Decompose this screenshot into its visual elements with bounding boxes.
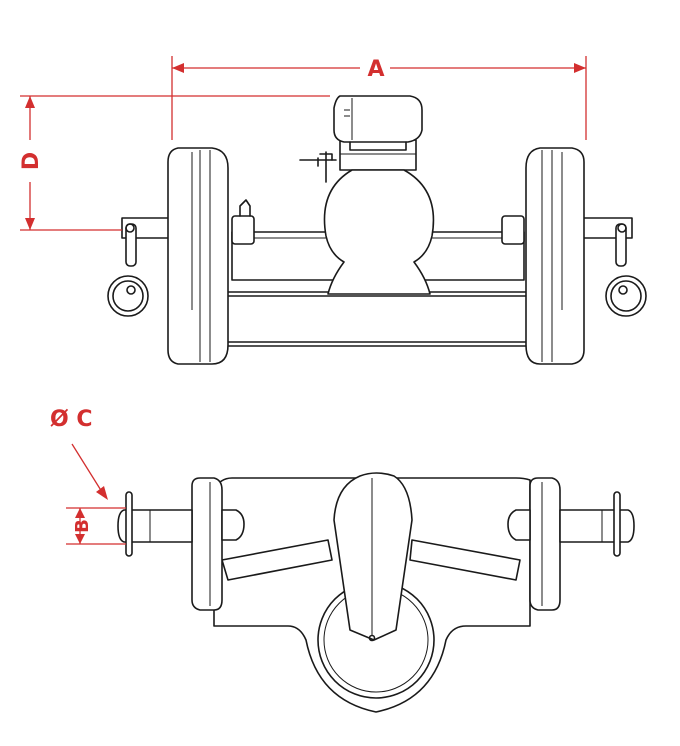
left-pin-with-ring [107,217,175,317]
center-lever [333,472,413,641]
dimension-label-d: D [19,152,44,170]
coupling-ball [323,139,435,295]
dimension-d: D [19,95,330,231]
front-view [107,95,647,365]
dimension-c: Ø C [50,407,108,500]
left-clamp [191,477,245,611]
plan-view [117,472,635,713]
dimension-b: B [66,507,126,545]
right-wheel [525,147,585,365]
dimension-label-c: Ø C [50,407,93,432]
coupling-lever [299,151,337,183]
right-pin [559,491,635,557]
right-arm [409,539,521,581]
left-wheel [167,147,229,365]
dimension-label-a: A [367,57,384,82]
left-arm [221,539,333,581]
coupling-head [333,95,423,151]
left-pin [117,491,193,557]
right-pin-with-ring [579,217,647,317]
dimension-label-b: B [72,519,93,533]
left-bracket [231,215,255,245]
dimension-a: A [171,56,587,140]
right-bracket [501,215,525,245]
right-clamp [507,477,561,611]
